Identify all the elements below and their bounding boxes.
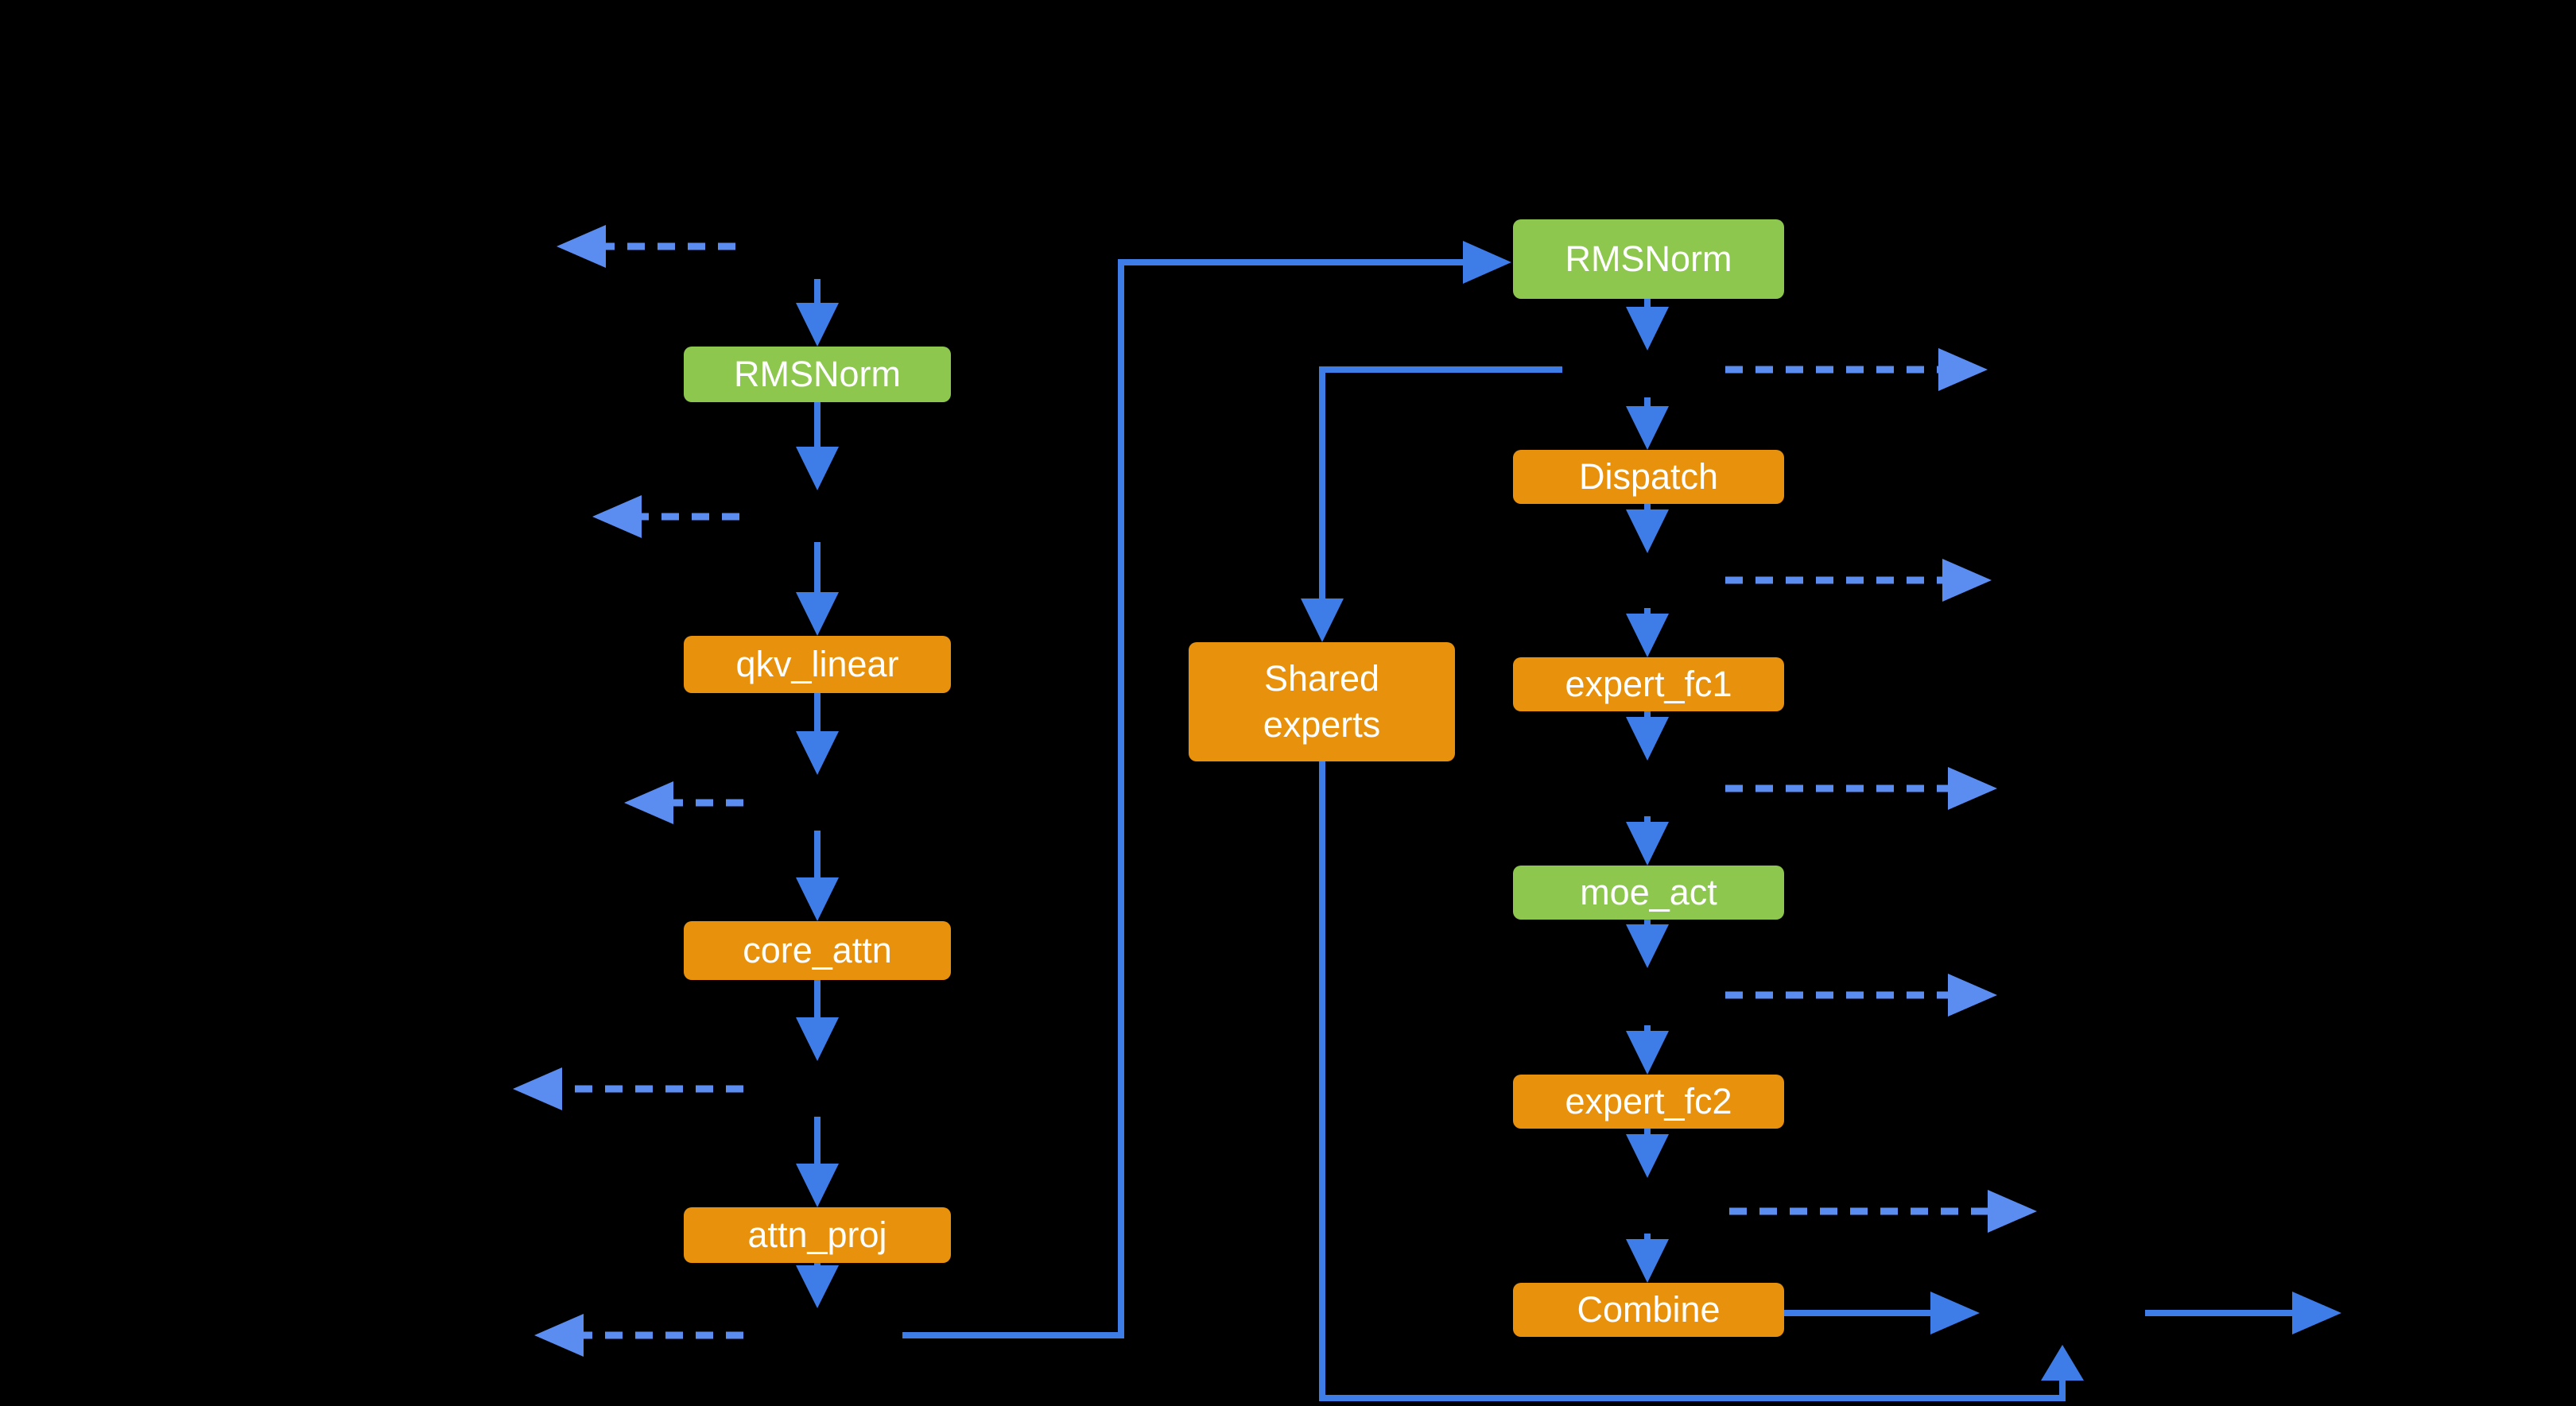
arrow-qkv-linear-out: [796, 693, 839, 775]
dashed-arrow-right-1: [1725, 348, 1988, 391]
arrow-expert-fc2-out: [1626, 1129, 1669, 1178]
arrow-into-expert-fc2: [1626, 1025, 1669, 1075]
dashed-arrow-left-5: [534, 1314, 743, 1357]
node-combine: Combine: [1513, 1283, 1784, 1337]
arrow-into-attn-proj: [796, 1117, 839, 1207]
arrow-expert-fc1-out: [1626, 711, 1669, 761]
dashed-arrow-right-3: [1725, 767, 1997, 810]
arrow-attn-proj-out: [796, 1263, 839, 1308]
node-rmsnorm-moe: RMSNorm: [1513, 219, 1784, 299]
node-expert-fc2: expert_fc2: [1513, 1075, 1784, 1129]
node-shared-experts: Shared experts: [1189, 642, 1455, 761]
arrow-core-attn-out: [796, 980, 839, 1061]
arrow-into-core-attn: [796, 831, 839, 921]
connector-attn-out-to-moe-rmsnorm: [902, 241, 1511, 1338]
node-attn-proj: attn_proj: [684, 1207, 951, 1263]
arrow-input-to-attn-rmsnorm: [796, 279, 839, 347]
arrow-block-output: [2145, 1292, 2341, 1334]
node-qkv-linear: qkv_linear: [684, 636, 951, 693]
node-rmsnorm-attn: RMSNorm: [684, 347, 951, 402]
node-expert-fc1: expert_fc1: [1513, 657, 1784, 711]
dashed-arrow-right-2: [1725, 559, 1992, 602]
dashed-arrow-right-5: [1729, 1190, 2037, 1233]
arrow-into-dispatch: [1626, 397, 1669, 450]
dashed-arrow-left-1: [557, 225, 735, 268]
connector-shared-experts-to-output: [1319, 761, 2084, 1401]
arrow-attn-rmsnorm-out: [796, 402, 839, 490]
connector-to-shared-experts: [1301, 366, 1562, 642]
arrow-moe-rmsnorm-out: [1626, 299, 1669, 351]
arrow-moe-act-out: [1626, 920, 1669, 968]
node-core-attn: core_attn: [684, 921, 951, 980]
dashed-arrow-right-4: [1725, 974, 1997, 1017]
dashed-arrow-left-4: [513, 1067, 743, 1110]
arrow-into-combine: [1626, 1234, 1669, 1283]
arrow-into-qkv-linear: [796, 542, 839, 636]
dashed-arrow-left-3: [624, 781, 743, 824]
dashed-arrow-left-2: [592, 495, 739, 538]
node-moe-act: moe_act: [1513, 866, 1784, 920]
arrow-dispatch-out: [1626, 504, 1669, 553]
arrow-combine-out: [1783, 1292, 1980, 1334]
arrow-into-moe-act: [1626, 816, 1669, 866]
node-dispatch: Dispatch: [1513, 450, 1784, 504]
arrow-into-expert-fc1: [1626, 608, 1669, 657]
